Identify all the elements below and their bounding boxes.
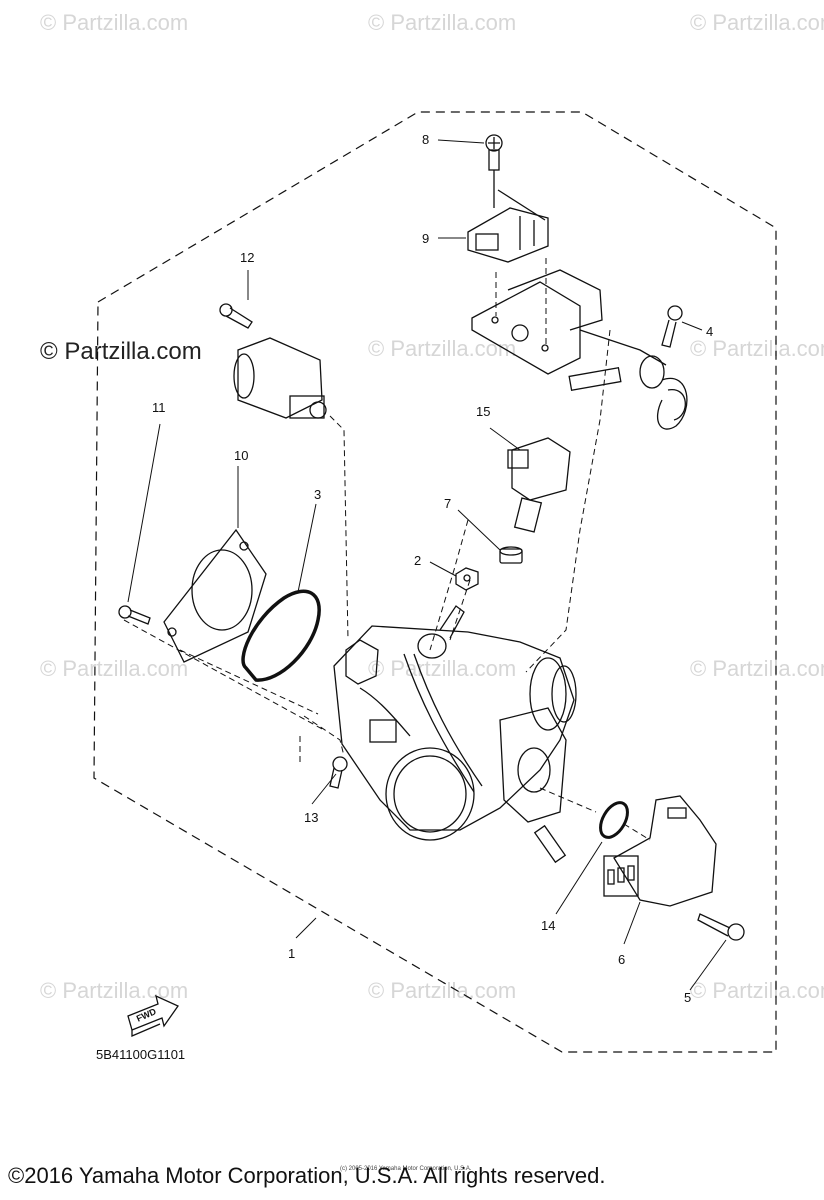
- watermark: © Partzilla.com: [368, 336, 517, 361]
- assembly-boundary: [93, 111, 777, 1053]
- watermark: © Partzilla.com: [690, 656, 824, 681]
- bolt-12-icon: [219, 303, 253, 329]
- callout-5: 5: [684, 990, 692, 1005]
- fwd-arrow-icon: [127, 994, 179, 1037]
- injector-15-icon: [507, 437, 571, 533]
- watermark-main: © Partzilla.com: [40, 338, 202, 365]
- callout-12: 12: [240, 250, 255, 265]
- oring-3-icon: [241, 589, 321, 682]
- leader-lines: [127, 139, 727, 991]
- seal-7-icon: [499, 546, 523, 564]
- callout-10: 10: [234, 448, 249, 463]
- throttle-body-icon: [333, 605, 577, 864]
- callout-8: 8: [422, 132, 430, 147]
- callout-3: 3: [314, 487, 322, 502]
- nut-2-icon: [455, 567, 479, 591]
- callout-9: 9: [422, 231, 430, 246]
- watermark: © Partzilla.com: [690, 336, 824, 361]
- bolt-4-icon: [661, 305, 683, 348]
- idle-valve-icon: [233, 337, 327, 419]
- watermark: © Partzilla.com: [40, 10, 189, 35]
- screw-13-icon: [329, 756, 348, 789]
- screw-11-icon: [118, 605, 151, 625]
- watermark: © Partzilla.com: [40, 656, 189, 681]
- callout-4: 4: [706, 324, 714, 339]
- bolt-8-icon: [485, 134, 503, 171]
- callout-13: 13: [304, 810, 319, 825]
- oring-14-icon: [599, 801, 629, 839]
- fuel-rail-icon: [471, 269, 688, 430]
- small-print: (c) 2005-2016 Yamaha Motor Corporation, …: [340, 1166, 472, 1172]
- plate-10-icon: [163, 528, 267, 663]
- copyright-footer: ©2016 Yamaha Motor Corporation, U.S.A. A…: [8, 1163, 606, 1188]
- callout-15: 15: [476, 404, 491, 419]
- callout-6: 6: [618, 952, 626, 967]
- tps-6-icon: [603, 795, 717, 907]
- alignment-lines: [123, 258, 651, 841]
- callout-7: 7: [444, 496, 452, 511]
- screw-5-icon: [697, 913, 745, 941]
- callout-14: 14: [541, 918, 556, 933]
- watermark: © Partzilla.com: [368, 10, 517, 35]
- sensor-9-icon: [467, 170, 549, 263]
- diagram-code: 5B41100G1101: [96, 1047, 186, 1062]
- callout-2: 2: [414, 553, 422, 568]
- watermark: © Partzilla.com: [690, 10, 824, 35]
- callout-1: 1: [288, 946, 296, 961]
- callout-11: 11: [152, 400, 166, 415]
- watermark: © Partzilla.com: [690, 978, 824, 1003]
- watermark: © Partzilla.com: [368, 656, 517, 681]
